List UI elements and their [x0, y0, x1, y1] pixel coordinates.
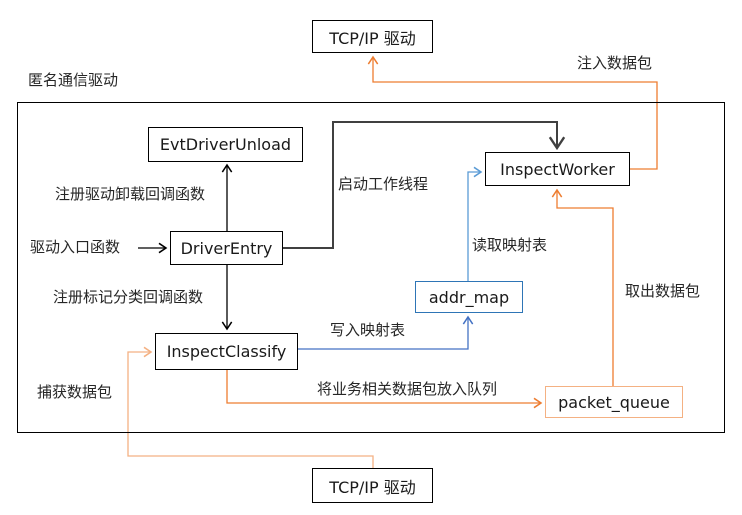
arrow-read-map	[467, 166, 483, 281]
arrow-dequeue-packet	[551, 188, 614, 386]
edge-label-register-classify-callback: 注册标记分类回调函数	[53, 288, 204, 306]
edge-label-inject-packet: 注入数据包	[577, 54, 653, 72]
edge-label-start-worker-thread: 启动工作线程	[338, 175, 429, 193]
edge-label-driver-entry-point: 驱动入口函数	[30, 238, 121, 256]
edge-label-capture-packet: 捕获数据包	[37, 383, 113, 401]
node-addr-map: addr_map	[415, 281, 523, 313]
node-driver-entry: DriverEntry	[170, 231, 283, 265]
driver-container-label: 匿名通信驱动	[28, 71, 119, 89]
node-tcpip-bottom: TCP/IP 驱动	[312, 468, 433, 503]
driver-container-box	[17, 102, 725, 433]
edge-label-enqueue-packet: 将业务相关数据包放入队列	[317, 380, 498, 398]
edge-label-dequeue-packet: 取出数据包	[625, 282, 701, 300]
node-packet-queue: packet_queue	[545, 386, 683, 418]
arrow-write-map	[298, 315, 474, 350]
edge-label-read-map: 读取映射表	[472, 236, 548, 254]
edge-label-write-map: 写入映射表	[330, 321, 406, 339]
node-tcpip-top: TCP/IP 驱动	[312, 20, 433, 53]
arrow-inject-packet	[367, 55, 658, 170]
node-evt-driver-unload: EvtDriverUnload	[148, 127, 303, 162]
edge-label-register-unload-callback: 注册驱动卸载回调函数	[55, 185, 206, 203]
node-inspect-worker: InspectWorker	[485, 152, 630, 186]
node-inspect-classify: InspectClassify	[155, 333, 298, 370]
arrow-start-worker-thread	[283, 121, 566, 249]
arrow-enqueue-packet	[226, 370, 543, 409]
arrow-capture-packet	[127, 346, 374, 468]
